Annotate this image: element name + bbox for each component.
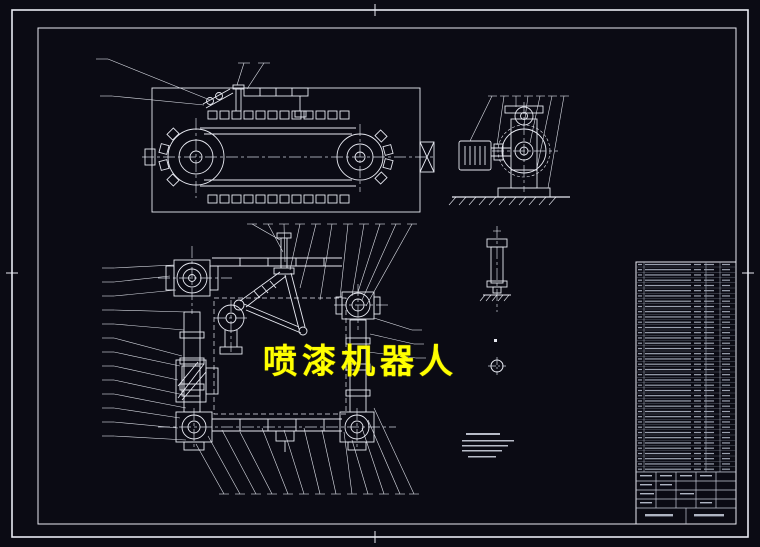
title-block-text	[640, 475, 724, 517]
right-shaft-stub	[419, 141, 435, 173]
left-leaders	[102, 264, 187, 441]
idler-wheel	[167, 128, 225, 186]
bottom-leaders	[195, 407, 419, 495]
drive-side-view	[448, 95, 570, 206]
track-grousers	[158, 110, 394, 204]
title-block	[636, 471, 736, 524]
bearing-top-left	[165, 259, 219, 297]
top-leaders	[247, 223, 417, 307]
side-view-leaders	[469, 95, 569, 189]
sprocket-wheel	[336, 133, 384, 181]
ground-hatch	[479, 294, 510, 302]
parts-list-table	[635, 261, 737, 525]
track-top-view	[96, 58, 436, 213]
pulley	[217, 304, 245, 355]
technical-notes	[462, 433, 514, 458]
bearing-bottom-right	[339, 411, 375, 451]
mast-and-arm	[233, 232, 308, 336]
ground-hatch	[448, 196, 557, 206]
parts-rows	[636, 262, 736, 472]
hidden-outline	[213, 297, 347, 415]
shaft-detail-view	[479, 226, 511, 312]
track-view-leaders	[96, 58, 270, 106]
gearbox	[175, 359, 219, 403]
watermark-title: 喷漆机器人	[263, 342, 458, 382]
frame-assembly-view	[102, 223, 426, 495]
bearing-bottom-left	[175, 411, 213, 451]
table-columns	[643, 262, 721, 472]
left-shaft-stub	[144, 148, 156, 166]
motor	[458, 140, 511, 171]
pin-detail-view	[488, 339, 506, 375]
right-leaders	[367, 317, 426, 359]
top-mechanism	[202, 84, 309, 118]
